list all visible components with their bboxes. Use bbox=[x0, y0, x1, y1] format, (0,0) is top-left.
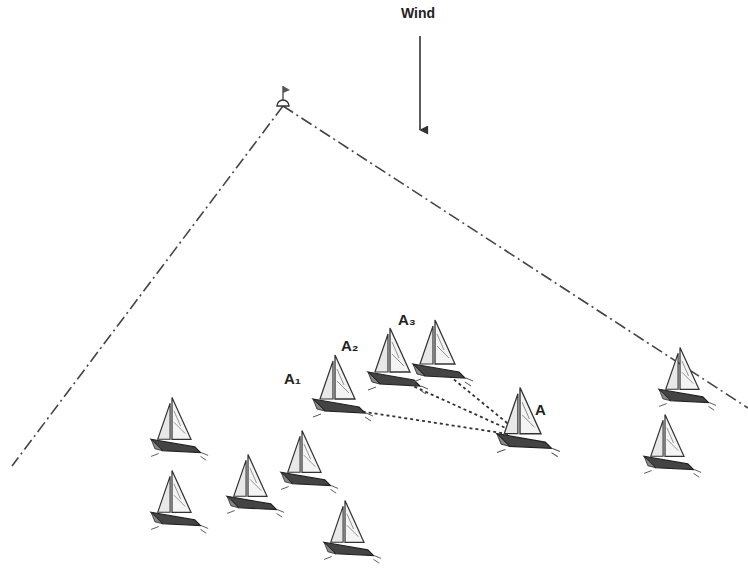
sailboat bbox=[413, 320, 473, 386]
sailboat bbox=[644, 415, 701, 478]
lay-line bbox=[283, 106, 748, 408]
boat-label: A₃ bbox=[398, 312, 416, 327]
sailboat bbox=[497, 388, 560, 457]
sailboat bbox=[281, 431, 338, 494]
sailboat bbox=[151, 471, 208, 534]
wind-arrow bbox=[419, 36, 421, 130]
sailboat bbox=[227, 455, 284, 518]
wind-label: Wind bbox=[401, 6, 435, 20]
boat-label: A₁ bbox=[284, 371, 301, 386]
sight-line bbox=[352, 373, 512, 434]
sailboat bbox=[151, 398, 208, 461]
sailboat bbox=[313, 355, 373, 421]
sailboat bbox=[368, 328, 428, 394]
boat-label: A bbox=[535, 402, 546, 417]
lay-line bbox=[12, 106, 283, 466]
sailboat bbox=[324, 501, 381, 564]
sailboat bbox=[659, 348, 716, 411]
windward-mark bbox=[277, 86, 290, 106]
boat-label: A₂ bbox=[341, 338, 359, 353]
